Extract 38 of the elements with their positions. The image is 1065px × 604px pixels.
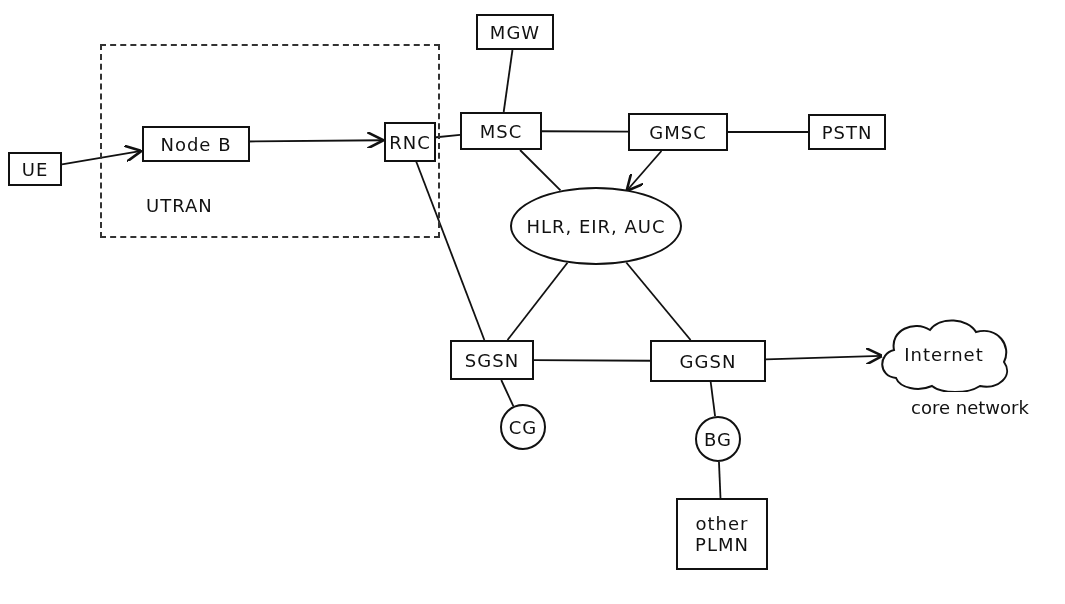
process-box xyxy=(808,114,886,150)
node-label: Internet xyxy=(904,343,984,365)
node-label: RNC xyxy=(389,131,431,153)
connector-line xyxy=(533,359,651,362)
node-label: PSTN xyxy=(821,121,873,143)
node-label: MGW xyxy=(489,21,541,43)
node-label: UTRAN xyxy=(146,195,213,216)
process-box xyxy=(450,340,534,380)
connector-line xyxy=(541,130,629,133)
node-label: CG xyxy=(508,416,538,438)
node-label: Node B xyxy=(160,133,232,155)
node-label: GMSC xyxy=(649,121,707,143)
gateway-circle xyxy=(695,416,741,462)
process-box xyxy=(628,113,728,151)
process-box xyxy=(676,498,768,570)
connector-line xyxy=(709,381,716,418)
process-box xyxy=(460,112,542,150)
dashed-region xyxy=(100,44,440,238)
node-label: MSC xyxy=(479,120,523,142)
arrow xyxy=(61,144,143,166)
node-label: GGSN xyxy=(679,350,737,372)
node-label: other PLMN xyxy=(694,513,750,555)
connector-line xyxy=(500,379,515,408)
process-box xyxy=(650,340,766,382)
node-label: UE xyxy=(21,158,49,180)
arrow xyxy=(765,346,884,366)
process-box xyxy=(384,122,436,162)
process-box xyxy=(8,152,62,186)
process-box xyxy=(142,126,250,162)
node-label: HLR, EIR, AUC xyxy=(526,215,666,237)
node-label: SGSN xyxy=(464,349,520,371)
connector-line xyxy=(718,461,722,499)
node-label: BG xyxy=(704,428,732,450)
connector-line xyxy=(502,49,514,113)
text-label: core network xyxy=(910,396,1030,420)
connector-line xyxy=(727,131,809,133)
gateway-circle xyxy=(500,404,546,450)
process-box xyxy=(476,14,554,50)
